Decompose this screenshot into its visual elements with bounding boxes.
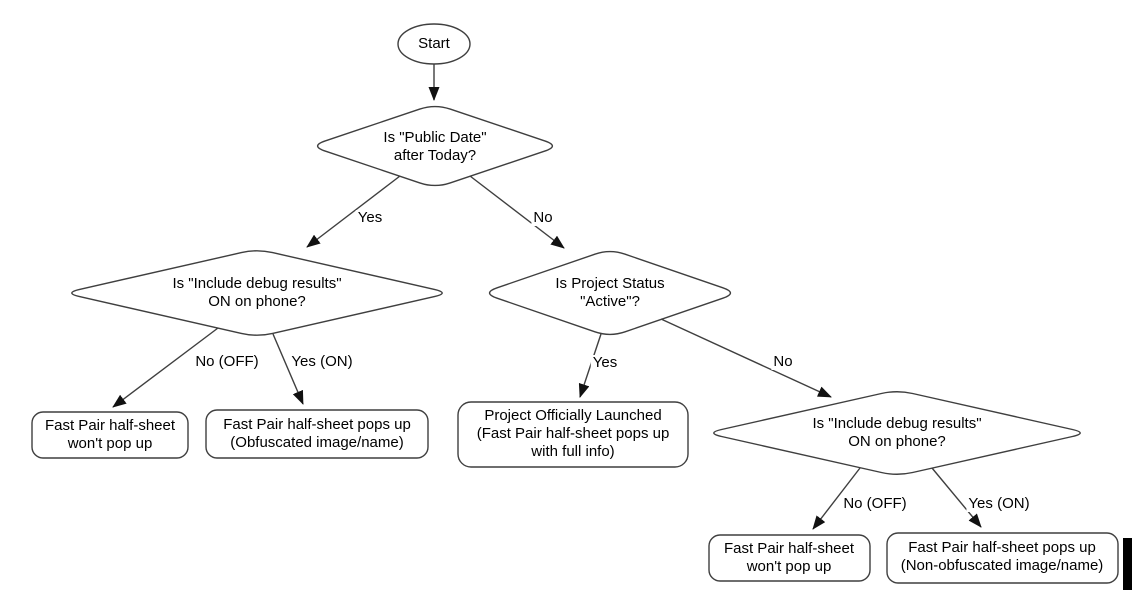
arrow-debug-right-yes: [931, 467, 982, 528]
result-launched-shape: [457, 401, 689, 468]
arrow-project-status-no: [660, 318, 832, 398]
arrow-debug-right-no: [812, 467, 861, 530]
arrow-public-date-yes: [306, 175, 401, 248]
result-wont-pop-up-right-shape: [708, 534, 871, 582]
result-non-obfuscated-shape: [886, 532, 1119, 584]
text-cursor-artifact: [1123, 538, 1132, 590]
arrow-public-date-no: [469, 175, 565, 249]
arrow-debug-left-yes: [272, 333, 304, 405]
arrow-debug-left-no: [112, 327, 219, 408]
decision-debug-left-shape: [71, 250, 443, 336]
decision-debug-right-shape: [713, 391, 1081, 475]
result-obfuscated-shape: [205, 409, 429, 459]
arrow-project-status-yes: [578, 333, 602, 398]
result-wont-pop-up-left-shape: [31, 411, 189, 459]
decision-public-date-shape: [316, 105, 554, 187]
start-node-shape: [397, 23, 471, 65]
decision-project-status-shape: [488, 250, 732, 336]
